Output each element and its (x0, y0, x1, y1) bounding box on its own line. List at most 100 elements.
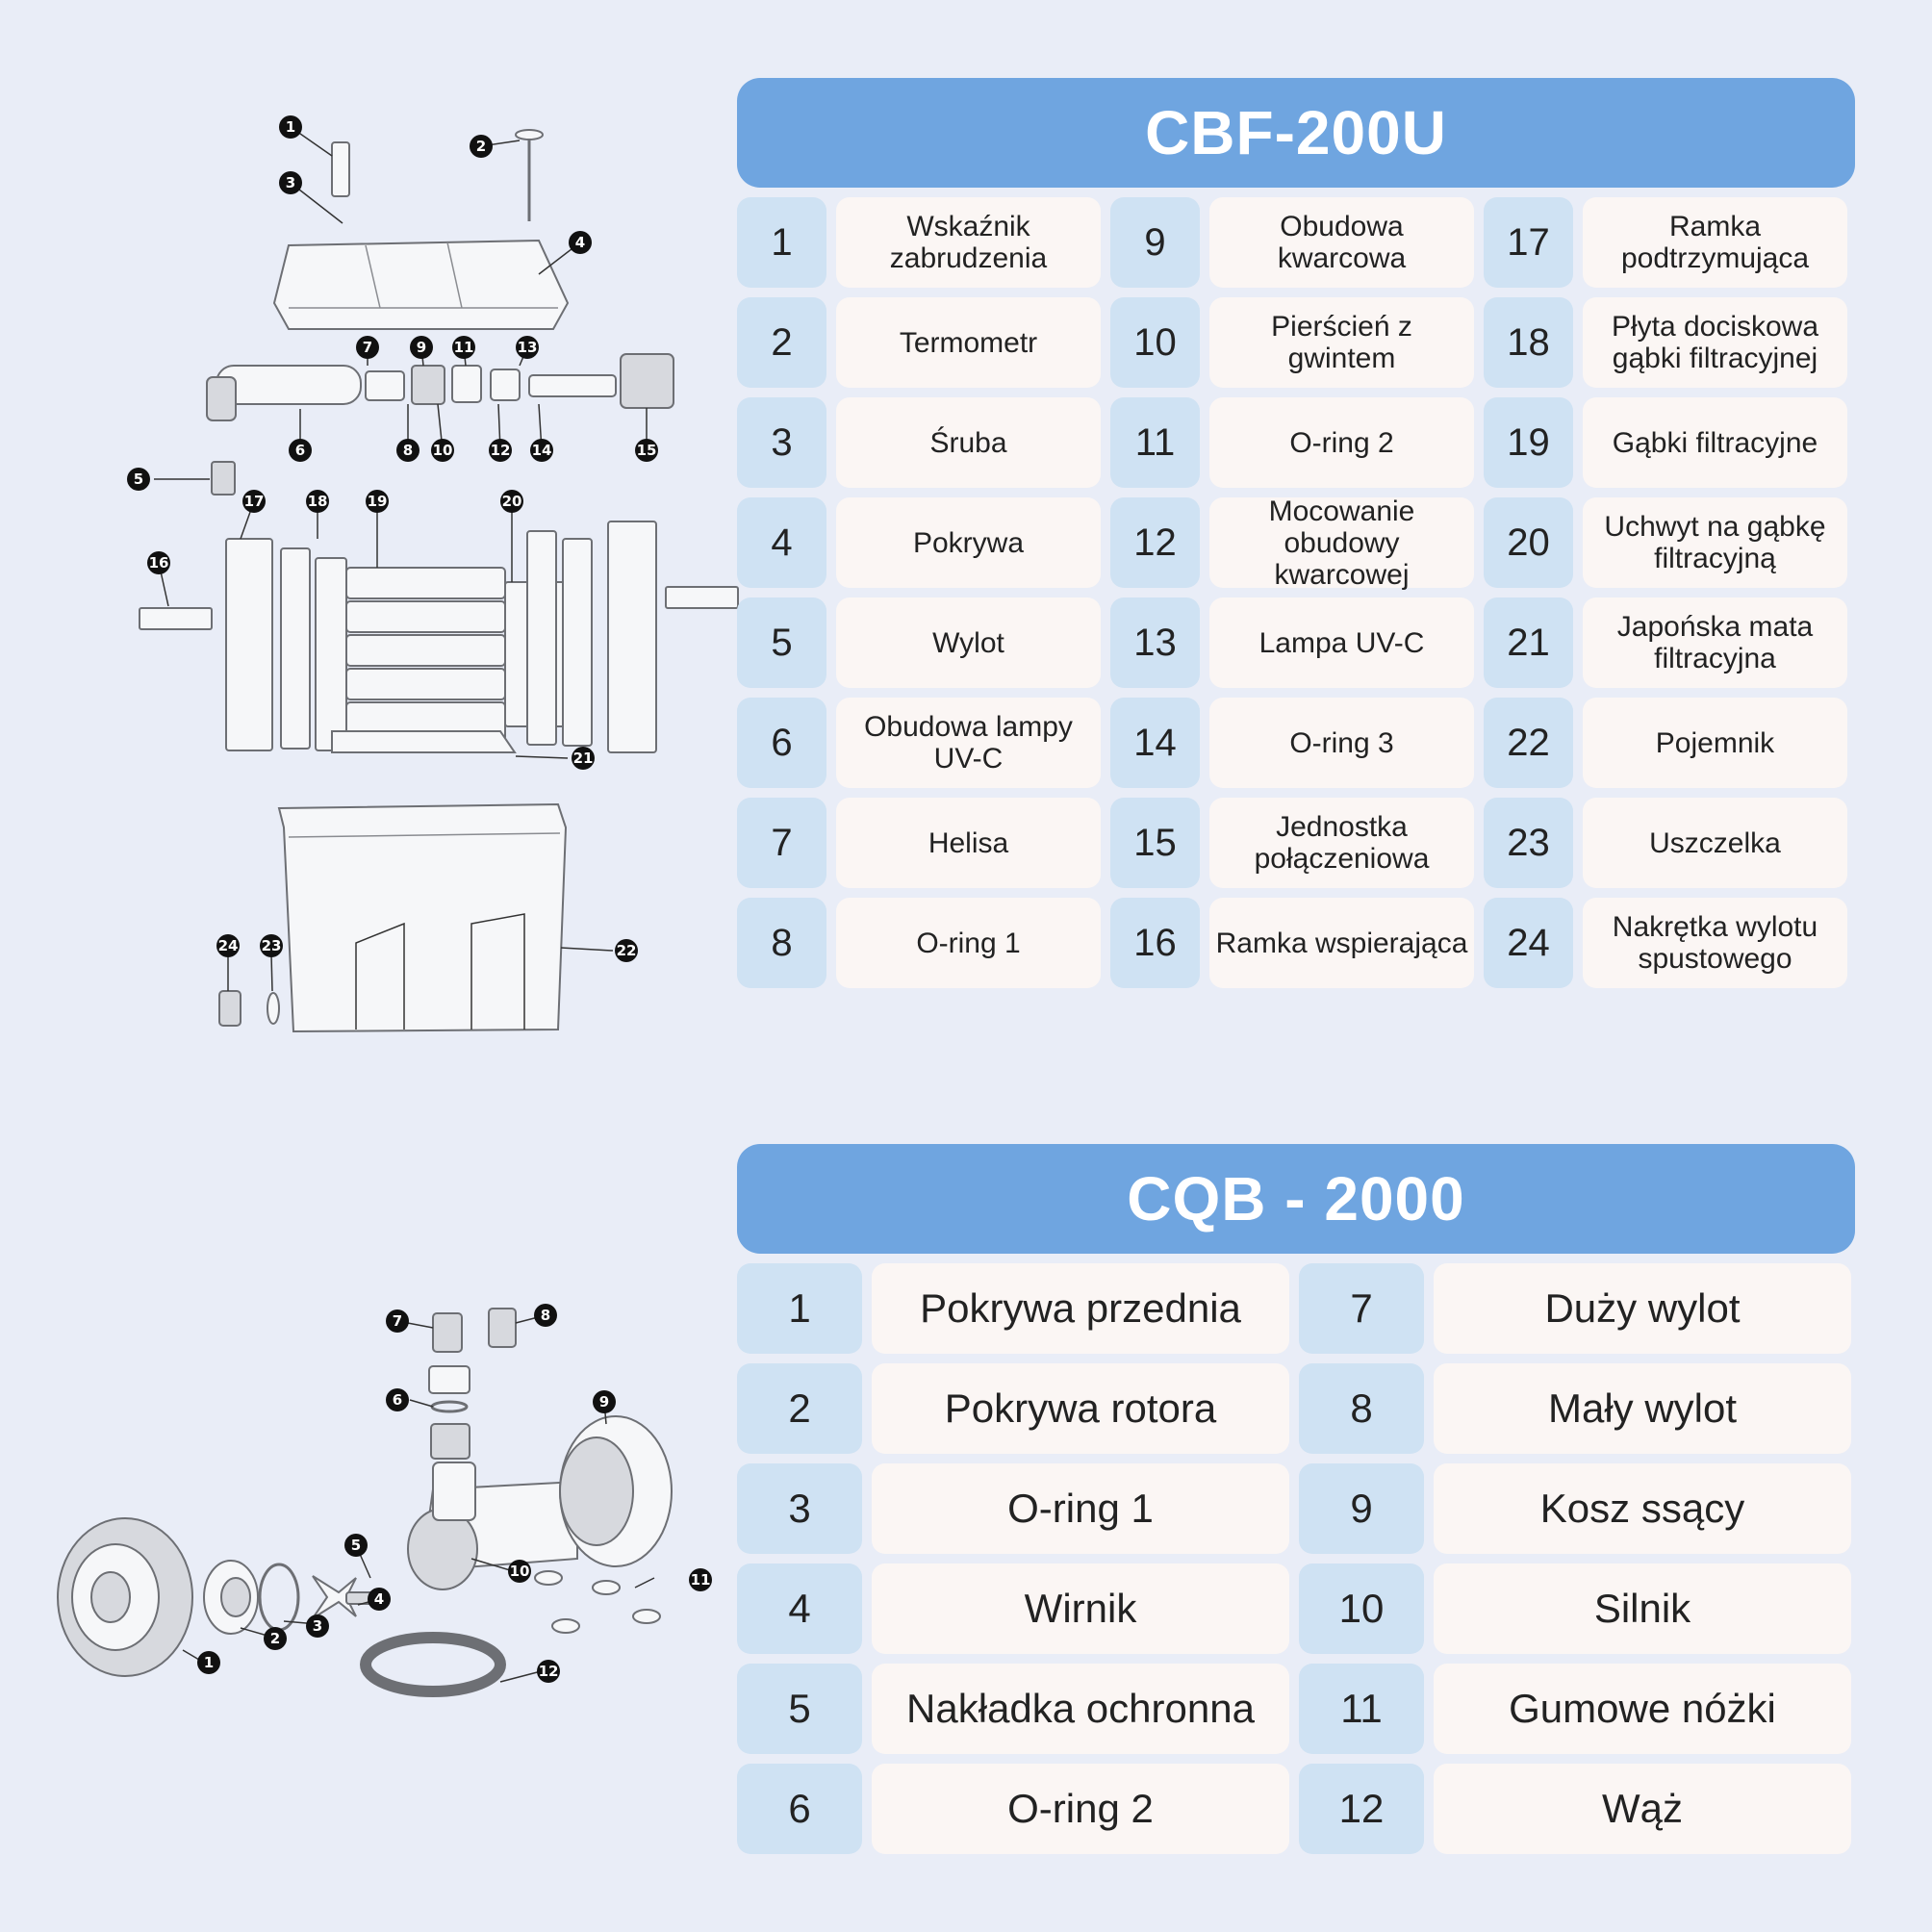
callout-11: 11 (452, 336, 475, 359)
part-label: O-ring 2 (872, 1764, 1289, 1854)
part-label: O-ring 2 (1209, 397, 1474, 488)
callout-6: 6 (289, 439, 312, 462)
callout-21: 21 (572, 747, 595, 770)
part-label: Japońska mata filtracyjna (1583, 597, 1847, 688)
part-number: 19 (1484, 397, 1573, 488)
svg-text:7: 7 (363, 339, 372, 356)
svg-text:2: 2 (270, 1630, 280, 1647)
table-title: CBF-200U (737, 78, 1855, 188)
part-label: Kosz ssący (1434, 1463, 1851, 1554)
part-label: Obudowa lampy UV-C (836, 698, 1101, 788)
container-part (277, 802, 568, 1033)
sponge-stack (315, 557, 578, 751)
part-number: 2 (737, 297, 826, 388)
part-number: 10 (1110, 297, 1200, 388)
part-label: Mocowanie obudowy kwarcowej (1209, 496, 1474, 591)
svg-text:19: 19 (368, 493, 388, 510)
svg-text:3: 3 (313, 1617, 322, 1635)
part-number: 11 (1110, 397, 1200, 488)
svg-text:11: 11 (454, 339, 474, 356)
svg-text:21: 21 (573, 750, 594, 767)
svg-text:14: 14 (532, 442, 552, 459)
callout-17: 17 (242, 490, 266, 513)
part-label: Wirnik (872, 1563, 1289, 1654)
part-number: 2 (737, 1363, 862, 1454)
svg-text:10: 10 (433, 442, 453, 459)
pump-callout-11: 11 (689, 1568, 712, 1591)
part-label: Lampa UV-C (1209, 597, 1474, 688)
support-frame-right (526, 521, 739, 753)
part-label: Wąż (1434, 1764, 1851, 1854)
svg-text:9: 9 (599, 1393, 609, 1411)
part-number: 10 (1299, 1563, 1424, 1654)
svg-text:3: 3 (286, 174, 295, 191)
part-label: Gumowe nóżki (1434, 1664, 1851, 1754)
outlet-part (211, 461, 236, 496)
part-number: 8 (737, 898, 826, 988)
svg-text:11: 11 (691, 1571, 711, 1589)
svg-text:13: 13 (518, 339, 538, 356)
part-label: Silnik (1434, 1563, 1851, 1654)
part-number: 22 (1484, 698, 1573, 788)
parts-table-cqb2000: CQB - 2000 1 Pokrywa przednia 7 Duży wyl… (737, 1144, 1855, 1854)
o-ring-1-part (258, 1563, 300, 1632)
callout-1: 1 (279, 115, 302, 139)
callout-15: 15 (635, 439, 658, 462)
callout-3: 3 (279, 171, 302, 194)
part-number: 24 (1484, 898, 1573, 988)
pump-callout-5: 5 (344, 1534, 368, 1557)
part-label: Wylot (836, 597, 1101, 688)
part-number: 5 (737, 1664, 862, 1754)
pump-callout-6: 6 (386, 1388, 409, 1411)
svg-text:12: 12 (491, 442, 511, 459)
svg-text:20: 20 (502, 493, 522, 510)
svg-text:4: 4 (374, 1590, 384, 1608)
thermometer-part (515, 129, 544, 221)
part-label: O-ring 3 (1209, 698, 1474, 788)
parts-grid: 1 Pokrywa przednia 7 Duży wylot 2 Pokryw… (737, 1263, 1855, 1854)
part-label: O-ring 1 (836, 898, 1101, 988)
pump-callout-12: 12 (537, 1660, 560, 1683)
part-label: Obudowa kwarcowa (1209, 197, 1474, 288)
pump-callout-1: 1 (197, 1651, 220, 1674)
svg-text:16: 16 (149, 554, 169, 572)
callout-4: 4 (569, 231, 592, 254)
rotor-cover-part (203, 1560, 259, 1635)
part-label: Uchwyt na gąbkę filtracyjną (1583, 497, 1847, 588)
svg-text:4: 4 (575, 234, 585, 251)
hose-part (360, 1632, 506, 1697)
part-label: Płyta dociskowa gąbki filtracyjnej (1583, 297, 1847, 388)
part-label: Pojemnik (1583, 698, 1847, 788)
suction-basket-part (559, 1415, 673, 1567)
svg-text:23: 23 (262, 937, 282, 954)
callout-2: 2 (470, 135, 493, 158)
part-number: 7 (1299, 1263, 1424, 1354)
pump-callout-7: 7 (386, 1309, 409, 1333)
part-number: 12 (1110, 497, 1200, 588)
part-label: Helisa (836, 798, 1101, 888)
pump-callout-3: 3 (306, 1614, 329, 1638)
part-label: Wskaźnik zabrudzenia (836, 197, 1101, 288)
callout-8: 8 (396, 439, 419, 462)
svg-text:8: 8 (541, 1307, 550, 1324)
table-title: CQB - 2000 (737, 1144, 1855, 1254)
uv-lamp-assembly (206, 353, 674, 421)
svg-text:1: 1 (204, 1654, 214, 1671)
drain-nut-part (218, 990, 280, 1027)
svg-text:5: 5 (351, 1537, 361, 1554)
part-label: O-ring 1 (872, 1463, 1289, 1554)
part-number: 4 (737, 1563, 862, 1654)
rubber-feet-part (534, 1570, 661, 1634)
part-number: 3 (737, 1463, 862, 1554)
pump-callout-8: 8 (534, 1304, 557, 1327)
callout-12: 12 (489, 439, 512, 462)
parts-grid: 1 Wskaźnik zabrudzenia 9 Obudowa kwarcow… (737, 197, 1855, 988)
part-number: 9 (1110, 197, 1200, 288)
pump-callout-2: 2 (264, 1627, 287, 1650)
part-number: 11 (1299, 1664, 1424, 1754)
part-label: Uszczelka (1583, 798, 1847, 888)
support-frame-left (139, 538, 311, 751)
svg-text:1: 1 (286, 118, 295, 136)
part-number: 7 (737, 798, 826, 888)
svg-text:18: 18 (308, 493, 328, 510)
